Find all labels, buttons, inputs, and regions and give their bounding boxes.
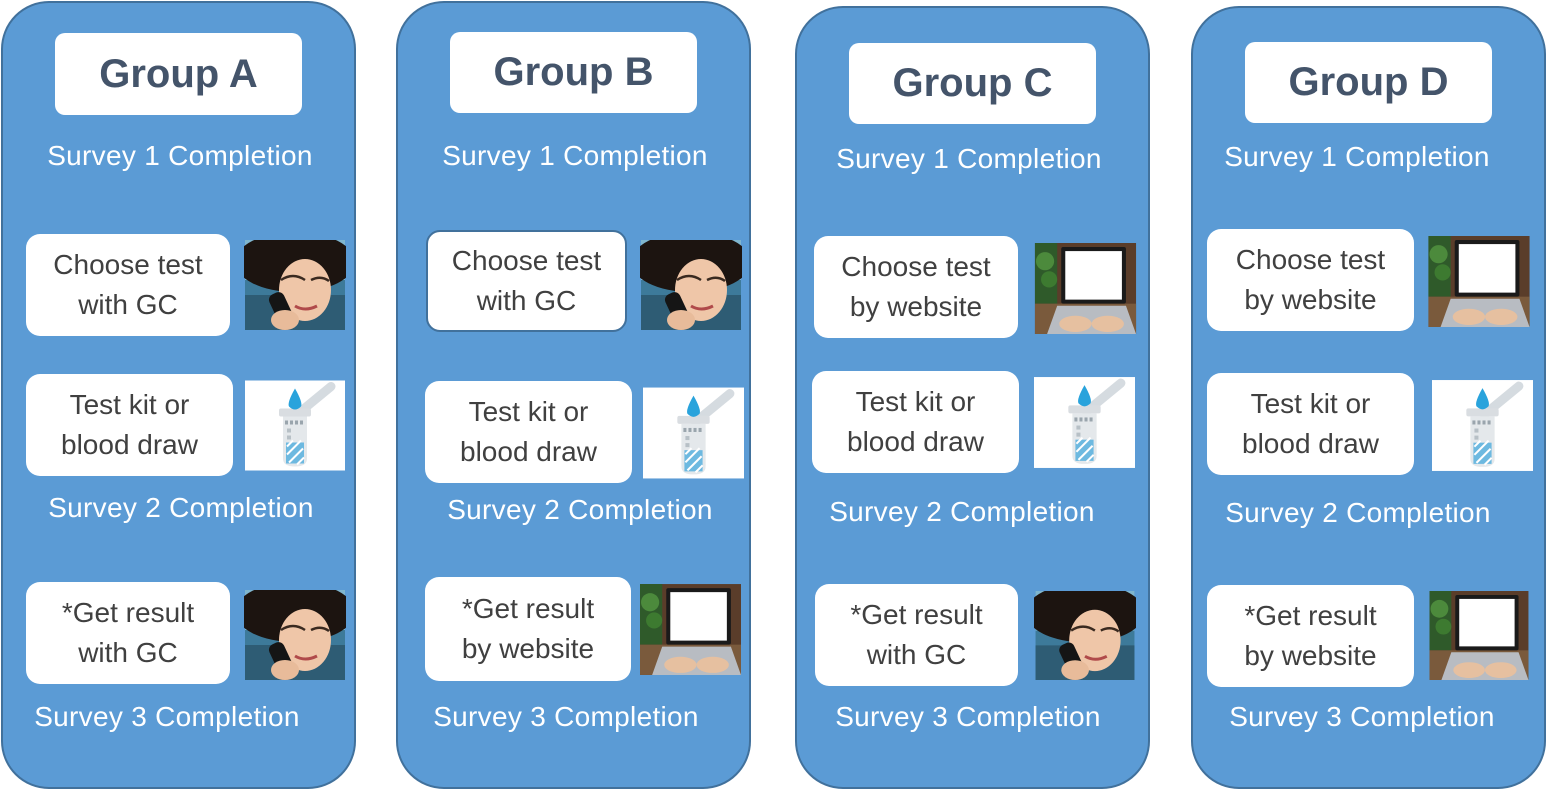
group-b-kit-step: Test kit or blood draw <box>425 381 632 483</box>
group-c-survey-2: Survey 2 Completion <box>829 496 1095 527</box>
test-tube-icon <box>1432 378 1533 473</box>
step-line: Choose test <box>53 249 203 280</box>
group-a-choose-step: Choose test with GC <box>26 234 230 336</box>
group-d-result-step: *Get result by website <box>1207 585 1414 687</box>
test-tube-icon <box>1034 375 1135 470</box>
group-a-survey-1: Survey 1 Completion <box>47 140 313 171</box>
step-line: blood draw <box>847 426 984 457</box>
group-d-title: Group D <box>1245 42 1492 123</box>
group-c-survey-3: Survey 3 Completion <box>835 701 1101 732</box>
step-line: *Get result <box>850 599 983 630</box>
step-line: Test kit or <box>855 386 976 417</box>
group-d-survey-2: Survey 2 Completion <box>1225 497 1491 528</box>
step-line: Choose test <box>1235 244 1386 275</box>
group-c-kit-step: Test kit or blood draw <box>812 371 1019 473</box>
laptop-icon <box>1428 236 1530 327</box>
step-line: Test kit or <box>1250 388 1371 419</box>
group-b-survey-1: Survey 1 Completion <box>442 140 708 171</box>
group-a-kit-step: Test kit or blood draw <box>26 374 233 476</box>
step-line: Choose test <box>451 245 602 276</box>
step-line: by website <box>1244 284 1377 315</box>
group-a-title: Group A <box>55 33 302 115</box>
laptop-icon <box>1034 243 1137 334</box>
group-b-survey-3: Survey 3 Completion <box>433 701 699 732</box>
step-line: by website <box>461 633 595 664</box>
step-line: blood draw <box>1242 428 1379 459</box>
step-line: *Get result <box>61 597 195 628</box>
group-d-kit-step: Test kit or blood draw <box>1207 373 1414 475</box>
step-line: with GC <box>78 289 178 320</box>
group-c-survey-1: Survey 1 Completion <box>836 143 1102 174</box>
step-line: with GC <box>476 285 577 316</box>
laptop-icon <box>640 584 741 675</box>
step-line: with GC <box>866 639 967 670</box>
group-b-result-step: *Get result by website <box>425 577 631 681</box>
step-line: blood draw <box>61 429 198 460</box>
test-tube-icon <box>245 378 345 473</box>
step-line: with GC <box>78 637 178 668</box>
step-line: *Get result <box>1244 600 1377 631</box>
step-line: *Get result <box>461 593 595 624</box>
step-line: blood draw <box>460 436 597 467</box>
phone-call-icon <box>244 240 346 330</box>
group-d-survey-1: Survey 1 Completion <box>1224 141 1490 172</box>
group-a-survey-3: Survey 3 Completion <box>34 701 300 732</box>
group-c-title: Group C <box>849 43 1096 124</box>
group-c-result-step: *Get result with GC <box>815 584 1018 686</box>
phone-call-icon <box>1034 591 1136 680</box>
group-a-survey-2: Survey 2 Completion <box>48 492 314 523</box>
step-line: Test kit or <box>69 389 190 420</box>
group-b-title: Group B <box>450 32 697 113</box>
laptop-icon <box>1428 591 1530 680</box>
group-b-choose-step: Choose test with GC <box>426 230 627 332</box>
group-d-survey-3: Survey 3 Completion <box>1229 701 1495 732</box>
step-line: Choose test <box>841 251 991 282</box>
phone-call-icon <box>244 590 346 680</box>
group-d-choose-step: Choose test by website <box>1207 229 1414 331</box>
group-b-survey-2: Survey 2 Completion <box>447 494 713 525</box>
step-line: Test kit or <box>468 396 589 427</box>
group-c-choose-step: Choose test by website <box>814 236 1018 338</box>
step-line: by website <box>1244 640 1377 671</box>
test-tube-icon <box>643 385 744 481</box>
step-line: by website <box>849 291 983 322</box>
phone-call-icon <box>640 240 742 330</box>
group-a-result-step: *Get result with GC <box>26 582 230 684</box>
